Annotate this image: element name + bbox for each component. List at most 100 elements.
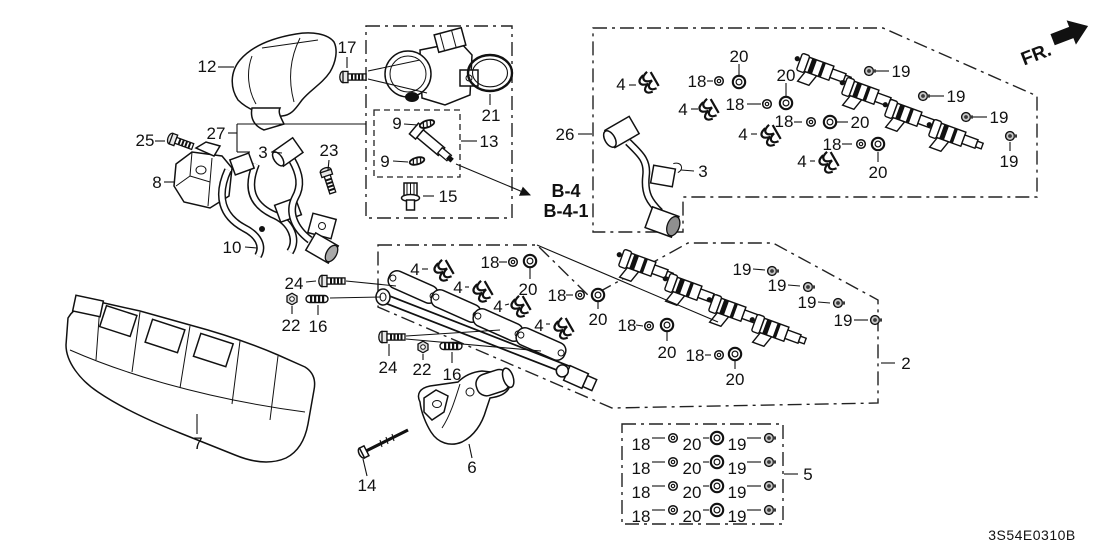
- fr-arrow-icon: [1050, 20, 1089, 46]
- legend-callout-18: 18: [632, 435, 651, 454]
- fuel-injector: [918, 116, 986, 165]
- seal-ring-icon: [522, 253, 538, 269]
- callout-20: 20: [519, 280, 538, 299]
- legend-callout-19: 19: [728, 459, 747, 478]
- washer-icon: [761, 98, 773, 110]
- mount-bolt-24: [378, 330, 406, 344]
- callout-23: 23: [320, 141, 339, 160]
- flange-bolt-25: [165, 131, 196, 153]
- bolt-17: [339, 70, 367, 84]
- leader-lines: [155, 57, 1011, 511]
- ref-label-b4-1: B-4-1: [543, 201, 588, 221]
- callout-5: 5: [803, 465, 812, 484]
- legend-callout-20: 20: [683, 435, 702, 454]
- legend-callout-18: 18: [632, 483, 651, 502]
- legend-callout-19: 19: [728, 507, 747, 526]
- callout-4: 4: [678, 100, 687, 119]
- callout-9: 9: [392, 114, 401, 133]
- fuel-pump-assembly-box: [365, 25, 513, 219]
- fr-label: FR.: [1018, 40, 1054, 71]
- legend-callout-18: 18: [632, 459, 651, 478]
- callout-19: 19: [733, 260, 752, 279]
- legend-callout-20: 20: [683, 483, 702, 502]
- callout-2: 2: [901, 354, 910, 373]
- washer-icon: [713, 349, 725, 361]
- callout-3: 3: [698, 162, 707, 181]
- callout-17: 17: [338, 38, 357, 57]
- b4-reference-arrow: [455, 163, 532, 196]
- callout-4: 4: [453, 278, 462, 297]
- screw-icon: [960, 111, 974, 123]
- legend-callout-19: 19: [728, 435, 747, 454]
- bracket-part-8: [173, 141, 233, 209]
- injector-set-box-26: [592, 27, 1038, 233]
- callout-9: 9: [380, 152, 389, 171]
- fuel-feed-pipe-3-left: [271, 136, 340, 265]
- callout-18: 18: [823, 135, 842, 154]
- o-ring-21: [466, 53, 514, 93]
- seal-ring-icon: [778, 95, 794, 111]
- callout-20: 20: [777, 66, 796, 85]
- seal-ring-icon: [870, 136, 886, 152]
- callout-4: 4: [797, 152, 806, 171]
- callout-7: 7: [193, 434, 202, 453]
- screw-icon: [766, 265, 780, 277]
- callout-20: 20: [589, 310, 608, 329]
- callout-19: 19: [798, 293, 817, 312]
- injector-clip-icon: [550, 315, 576, 343]
- callout-18: 18: [618, 316, 637, 335]
- seal-ring-icon: [731, 74, 747, 90]
- front-direction-indicator: FR.: [1018, 20, 1089, 71]
- callout-21: 21: [482, 106, 501, 125]
- screw-icon: [869, 314, 883, 326]
- callout-10: 10: [223, 238, 242, 257]
- sealing-bolt-15: [400, 182, 421, 211]
- bolt-14: [357, 428, 409, 459]
- callout-3: 3: [258, 143, 267, 162]
- engine-cover-part-12: [231, 32, 337, 131]
- high-pressure-fuel-pump: [384, 26, 479, 106]
- callout-25: 25: [136, 131, 155, 150]
- screw-icon: [832, 297, 846, 309]
- callout-4: 4: [410, 260, 419, 279]
- callout-16: 16: [309, 317, 328, 336]
- callout-20: 20: [658, 343, 677, 362]
- collar-16: [305, 294, 329, 304]
- nut-22: [417, 340, 429, 354]
- legend-callout-20: 20: [683, 459, 702, 478]
- legend-callout-20: 20: [683, 507, 702, 526]
- o-ring-9-lower: [407, 154, 427, 168]
- seal-ring-icon: [822, 114, 838, 130]
- screw-icon: [917, 90, 931, 102]
- callout-14: 14: [358, 476, 377, 495]
- callout-18: 18: [726, 95, 745, 114]
- bracket-part-6: [417, 367, 515, 445]
- fuel-rail-assembly: [375, 270, 598, 392]
- seal-ring-icon: [727, 346, 743, 362]
- washer-icon: [805, 116, 817, 128]
- injector-set-box-2: [377, 242, 879, 409]
- callout-20: 20: [869, 163, 888, 182]
- legend-callout-19: 19: [728, 483, 747, 502]
- screw-icon: [802, 281, 816, 293]
- callout-19: 19: [1000, 152, 1019, 171]
- callout-18: 18: [481, 253, 500, 272]
- callout-4: 4: [493, 297, 502, 316]
- callout-19: 19: [768, 276, 787, 295]
- diagram-code: 3S54E0310B: [988, 527, 1076, 543]
- callout-20: 20: [730, 47, 749, 66]
- fuel-pressure-sensor: [555, 364, 598, 392]
- screw-icon: [1004, 130, 1018, 142]
- callout-13: 13: [480, 132, 499, 151]
- callout-4: 4: [738, 125, 747, 144]
- callout-16: 16: [443, 365, 462, 384]
- callout-24: 24: [379, 358, 398, 377]
- ref-label-b4: B-4: [551, 181, 580, 201]
- o-ring-9-upper: [417, 117, 437, 131]
- callout-22: 22: [413, 360, 432, 379]
- legend-callout-18: 18: [632, 507, 651, 526]
- injector-clip-icon: [430, 257, 456, 285]
- callout-19: 19: [892, 62, 911, 81]
- callout-18: 18: [688, 72, 707, 91]
